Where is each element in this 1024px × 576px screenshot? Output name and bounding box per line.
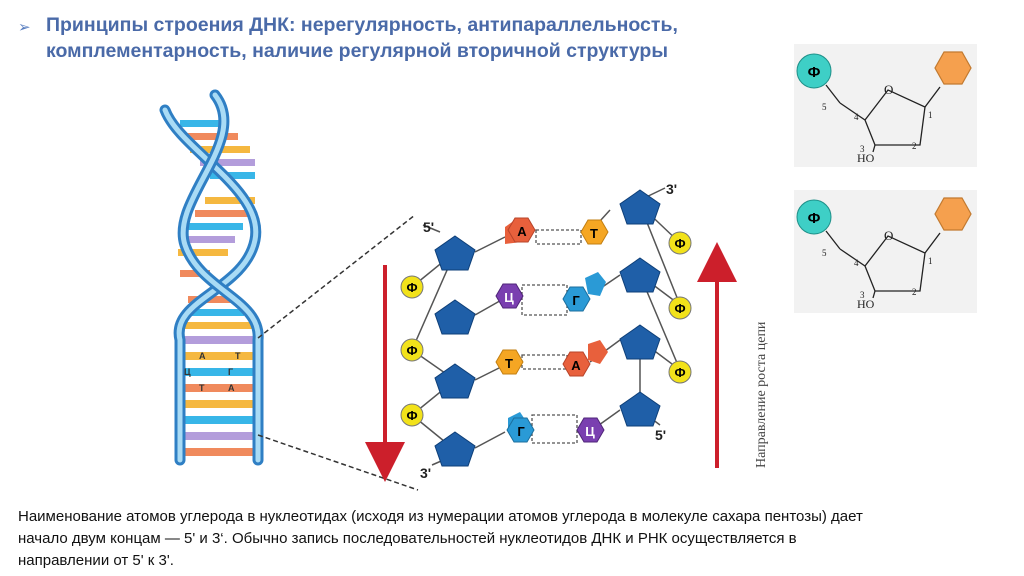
svg-text:Ф: Ф xyxy=(406,343,417,358)
svg-text:5: 5 xyxy=(822,248,827,258)
phosphate-right-2: Ф xyxy=(668,296,692,320)
svg-text:Ф: Ф xyxy=(674,236,685,251)
svg-text:4: 4 xyxy=(854,258,859,268)
caption-line-1: Наименование атомов углерода в нуклеотид… xyxy=(18,508,863,525)
phosphate-left-3: Ф xyxy=(400,403,424,427)
svg-text:5: 5 xyxy=(822,102,827,112)
svg-text:2: 2 xyxy=(912,287,917,297)
svg-text:2: 2 xyxy=(912,141,917,151)
svg-text:Ц: Ц xyxy=(585,424,595,439)
svg-text:4: 4 xyxy=(854,112,859,122)
svg-text:HO: HO xyxy=(857,151,875,165)
growth-direction-label: Направление роста цепи xyxy=(754,321,769,468)
base-pair-4-left: Г xyxy=(506,412,535,443)
helix-backbones xyxy=(159,89,264,466)
phosphate-icon xyxy=(796,53,832,89)
svg-text:O: O xyxy=(884,228,893,243)
svg-text:А: А xyxy=(571,358,581,373)
phosphate-left-1: Ф xyxy=(400,275,424,299)
svg-text:Г: Г xyxy=(572,293,580,308)
helix-label-g: Г xyxy=(228,367,233,377)
base-pair-2-right: Г xyxy=(562,272,606,312)
svg-text:1: 1 xyxy=(928,256,933,266)
svg-text:1: 1 xyxy=(928,110,933,120)
helix-rungs xyxy=(178,120,258,456)
svg-text:Т: Т xyxy=(590,226,598,241)
svg-text:Ф: Ф xyxy=(406,280,417,295)
base-hexagon-icon xyxy=(934,51,972,85)
end-5-top: 5' xyxy=(423,219,434,235)
phosphate-right-1: Ф xyxy=(668,231,692,255)
strand-end-labels: 5' 3' 3' 5' xyxy=(420,181,677,481)
base-pair-1-right: Т xyxy=(580,219,609,245)
phosphate-icon xyxy=(796,199,832,235)
bullet-arrow-icon: ➢ xyxy=(18,19,31,36)
caption: Наименование атомов углерода в нуклеотид… xyxy=(18,506,1008,572)
base-pair-3-right: А xyxy=(562,340,608,377)
nucleotide-panel-2: Ф O HO 5 4 1 2 3 xyxy=(794,190,977,313)
base-pair-4-right: Ц xyxy=(576,417,605,443)
zoom-lines xyxy=(257,214,419,491)
phosphate-left-2: Ф xyxy=(400,338,424,362)
svg-text:Т: Т xyxy=(505,356,513,371)
svg-text:O: O xyxy=(884,82,893,97)
slide-title: ➢ Принципы строения ДНК: нерегулярность,… xyxy=(18,12,698,64)
nucleotide-panel-1: Ф O HO 5 4 1 2 3 xyxy=(794,44,977,167)
svg-text:3: 3 xyxy=(860,144,865,154)
svg-text:А: А xyxy=(517,224,527,239)
phosphate-groups: Ф Ф Ф Ф Ф Ф xyxy=(400,231,692,427)
end-3-bottom: 3' xyxy=(420,465,431,481)
caption-line-2: начало двум концам — 5' и 3‘. Обычно зап… xyxy=(18,530,797,547)
hydrogen-bonds xyxy=(521,229,582,444)
helix-label-t2: Т xyxy=(199,383,205,393)
helix-label-c: Ц xyxy=(184,367,191,377)
svg-text:Ц: Ц xyxy=(504,290,514,305)
helix-label-a2: А xyxy=(228,383,235,393)
svg-text:Ф: Ф xyxy=(674,365,685,380)
svg-text:Ф: Ф xyxy=(406,408,417,423)
helix-label-a1: А xyxy=(199,351,206,361)
title-line-1: Принципы строения ДНК: нерегулярность, а… xyxy=(46,14,678,36)
end-5-bottom: 5' xyxy=(655,427,666,443)
caption-line-3: направлении от 5' к 3'. xyxy=(18,552,174,569)
nucleobases: А Т Ц Г Т А Г Ц xyxy=(495,217,609,443)
helix-label-t1: Т xyxy=(235,351,241,361)
svg-text:3: 3 xyxy=(860,290,865,300)
svg-text:Ф: Ф xyxy=(808,64,821,81)
base-pair-2-left: Ц xyxy=(495,283,524,309)
svg-text:Ф: Ф xyxy=(808,210,821,227)
title-line-2: комплементарность, наличие регулярной вт… xyxy=(46,40,668,62)
helix-base-labels: А Т Ц Г Т А xyxy=(184,351,241,393)
end-3-top: 3' xyxy=(666,181,677,197)
svg-text:HO: HO xyxy=(857,297,875,311)
base-pair-1-left: А xyxy=(505,217,536,244)
svg-text:Ф: Ф xyxy=(674,301,685,316)
deoxyribose-units xyxy=(434,189,661,467)
base-pair-3-left: Т xyxy=(495,349,524,375)
phosphate-right-3: Ф xyxy=(668,360,692,384)
svg-text:Г: Г xyxy=(517,424,525,439)
base-hexagon-icon xyxy=(934,197,972,231)
